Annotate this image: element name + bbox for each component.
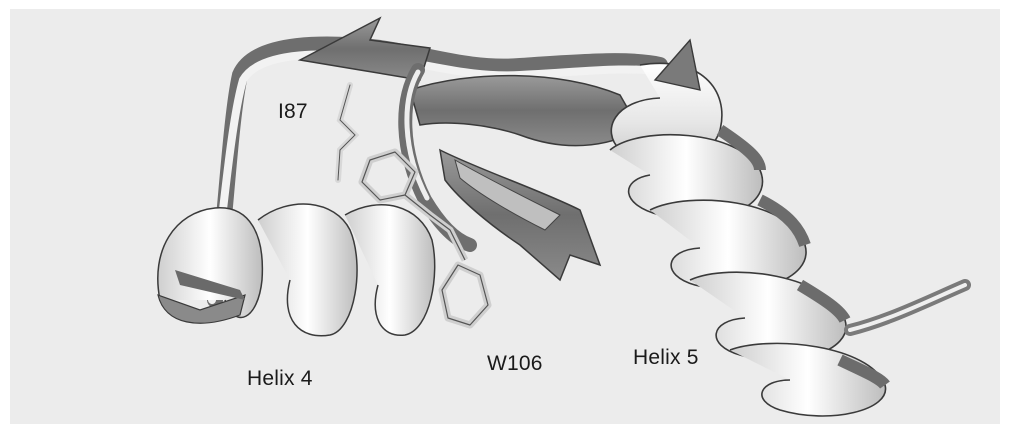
helix-4-ribbon	[158, 204, 435, 336]
helix-label-5: Helix 5	[633, 346, 699, 370]
side-chain-i87	[338, 85, 355, 180]
residue-label-w106: W106	[487, 352, 543, 376]
residue-label-i87: I87	[278, 100, 308, 124]
helix-label-4: Helix 4	[247, 367, 313, 391]
beta-sheet-main	[410, 76, 640, 146]
